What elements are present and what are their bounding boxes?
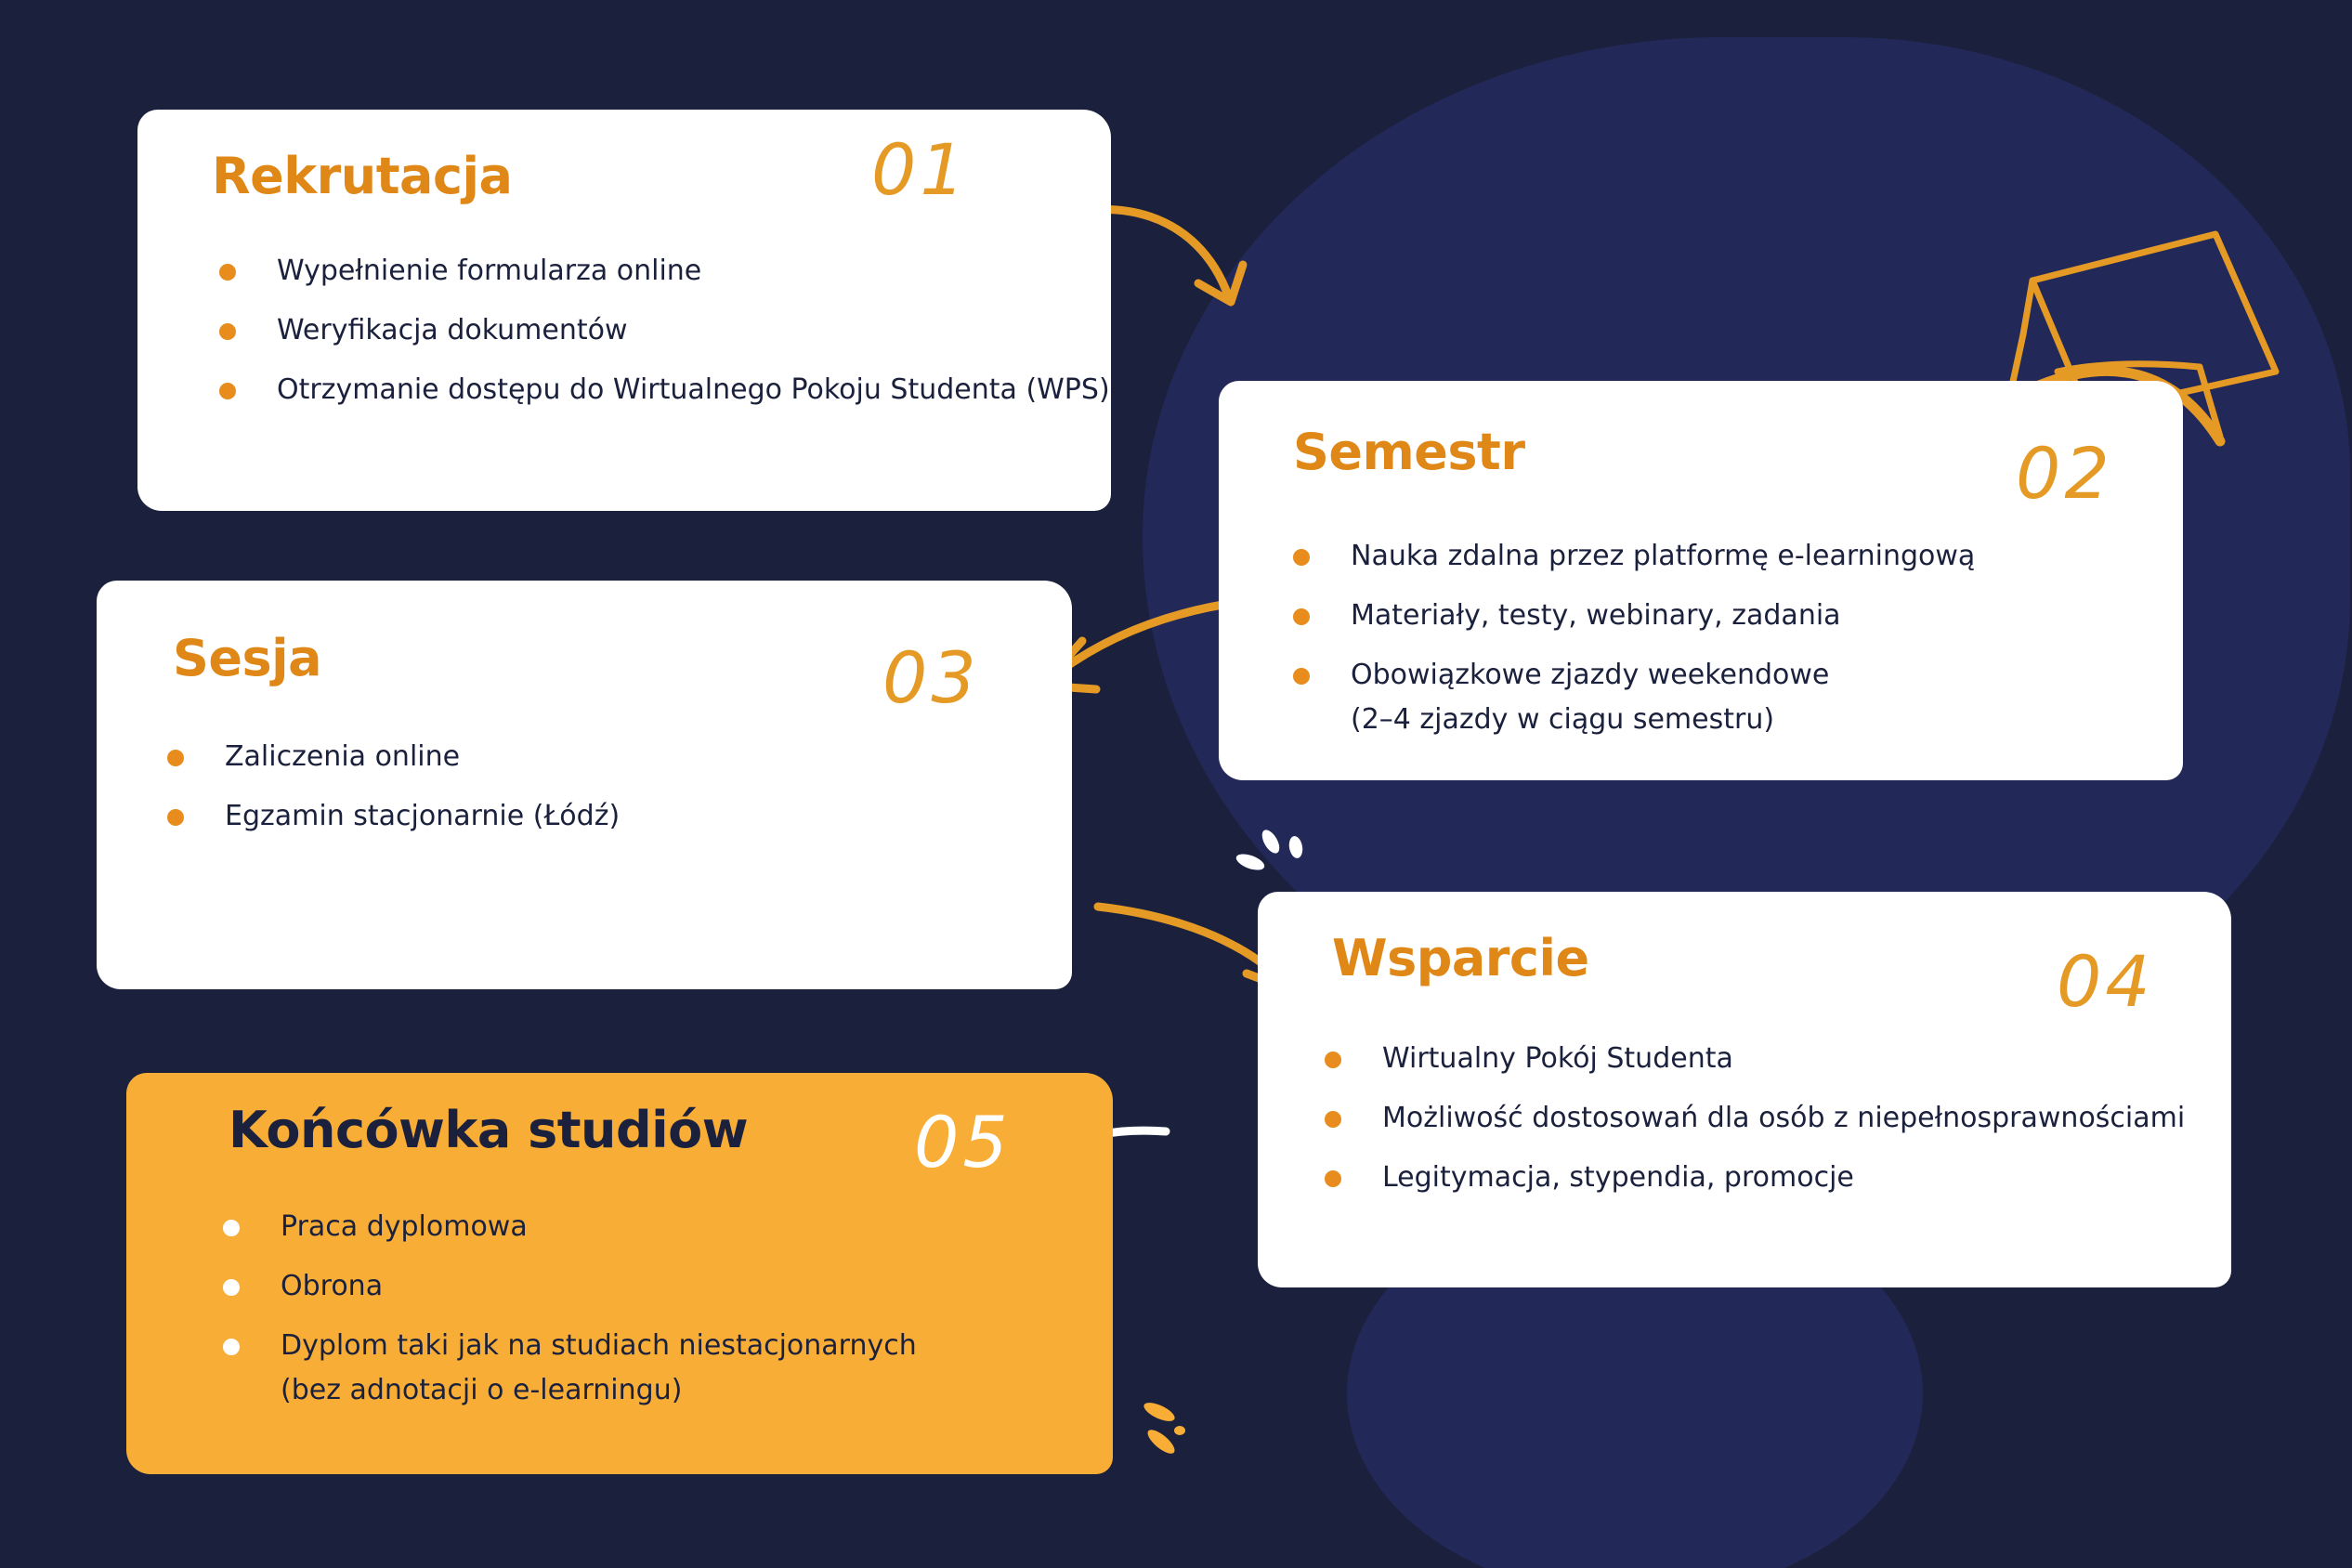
list-item: Możliwość dostosowań dla osób z niepełno… bbox=[1325, 1096, 2185, 1141]
step-number: 04 bbox=[2057, 940, 2154, 1023]
sparkle-icon bbox=[1143, 1403, 1185, 1454]
step-card-rekrutacja: Rekrutacja 01 Wypełnienie formularza onl… bbox=[137, 110, 1111, 511]
step-title: Wsparcie bbox=[1332, 929, 1589, 987]
step-title: Semestr bbox=[1293, 423, 1525, 481]
step-items: Praca dyplomowa Obrona Dyplom taki jak n… bbox=[223, 1205, 917, 1428]
list-item: Weryfikacja dokumentów bbox=[219, 308, 1110, 353]
bullet-icon bbox=[223, 1339, 240, 1355]
step-title: Rekrutacja bbox=[212, 147, 513, 205]
bullet-icon bbox=[1293, 549, 1310, 566]
list-item: Egzamin stacjonarnie (Łódź) bbox=[167, 794, 620, 839]
step-card-semestr: Semestr 02 Nauka zdalna przez platformę … bbox=[1219, 381, 2183, 780]
list-item: Nauka zdalna przez platformę e-learningo… bbox=[1293, 534, 1975, 579]
bullet-icon bbox=[1325, 1170, 1341, 1187]
list-item: Wypełnienie formularza online bbox=[219, 249, 1110, 294]
bullet-icon bbox=[1293, 608, 1310, 625]
list-item: Zaliczenia online bbox=[167, 735, 620, 779]
list-item: Materiały, testy, webinary, zadania bbox=[1293, 594, 1975, 638]
graduation-cap-icon bbox=[2007, 230, 2280, 447]
bullet-icon bbox=[223, 1220, 240, 1236]
list-item: Obrona bbox=[223, 1264, 917, 1309]
list-item: Wirtualny Pokój Studenta bbox=[1325, 1037, 2185, 1081]
bullet-icon bbox=[223, 1279, 240, 1296]
bullet-icon bbox=[219, 264, 236, 281]
step-card-wsparcie: Wsparcie 04 Wirtualny Pokój Studenta Moż… bbox=[1258, 892, 2231, 1287]
list-item: Obowiązkowe zjazdy weekendowe(2–4 zjazdy… bbox=[1293, 653, 1975, 742]
bullet-icon bbox=[219, 383, 236, 399]
step-number: 05 bbox=[914, 1101, 1012, 1183]
step-title: Końcówka studiów bbox=[229, 1101, 749, 1159]
list-item: Praca dyplomowa bbox=[223, 1205, 917, 1249]
step-items: Zaliczenia online Egzamin stacjonarnie (… bbox=[167, 735, 620, 854]
step-items: Nauka zdalna przez platformę e-learningo… bbox=[1293, 534, 1975, 757]
bullet-icon bbox=[1293, 668, 1310, 685]
list-item-continuation: (bez adnotacji o e-learningu) bbox=[281, 1374, 683, 1406]
list-item-continuation: (2–4 zjazdy w ciągu semestru) bbox=[1351, 703, 1775, 736]
bullet-icon bbox=[167, 809, 184, 826]
list-item: Legitymacja, stypendia, promocje bbox=[1325, 1156, 2185, 1200]
step-number: 02 bbox=[2016, 432, 2113, 515]
step-items: Wirtualny Pokój Studenta Możliwość dosto… bbox=[1325, 1037, 2185, 1215]
list-item: Dyplom taki jak na studiach niestacjonar… bbox=[223, 1324, 917, 1413]
step-items: Wypełnienie formularza online Weryfikacj… bbox=[219, 249, 1110, 427]
bullet-icon bbox=[1325, 1111, 1341, 1128]
bullet-icon bbox=[219, 323, 236, 340]
step-number: 01 bbox=[871, 128, 969, 211]
bullet-icon bbox=[1325, 1052, 1341, 1068]
step-card-sesja: Sesja 03 Zaliczenia online Egzamin stacj… bbox=[97, 581, 1072, 989]
bullet-icon bbox=[167, 750, 184, 766]
step-number: 03 bbox=[882, 636, 980, 719]
list-item: Otrzymanie dostępu do Wirtualnego Pokoju… bbox=[219, 368, 1110, 412]
sparkle-icon bbox=[1235, 830, 1303, 870]
step-card-koncowka-studiow: Końcówka studiów 05 Praca dyplomowa Obro… bbox=[126, 1073, 1113, 1474]
step-title: Sesja bbox=[173, 629, 322, 687]
